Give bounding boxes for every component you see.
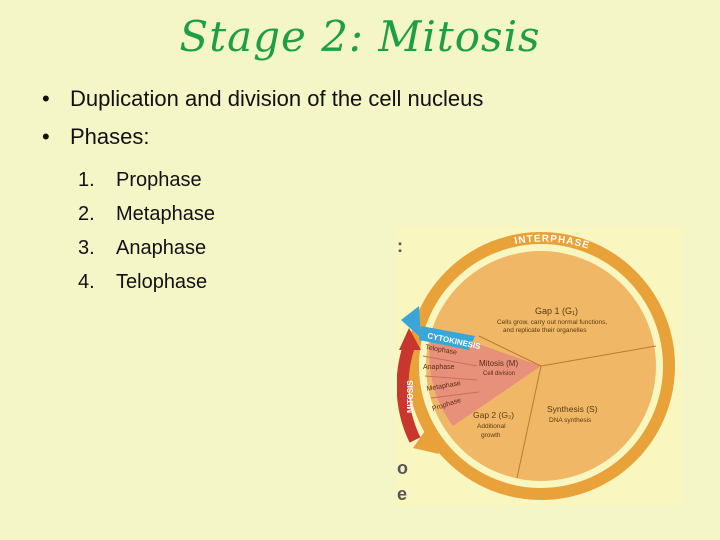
phase-item: 1. Prophase: [78, 163, 215, 197]
mitosis-desc: Cell division: [483, 371, 515, 377]
bullet-text: Duplication and division of the cell nuc…: [70, 86, 484, 111]
phase-number: 4.: [78, 270, 95, 293]
synthesis-title: Synthesis (S): [547, 404, 598, 414]
slide-title: Stage 2: Mitosis: [179, 12, 541, 61]
mitosis-title: Mitosis (M): [479, 359, 518, 368]
cytokinesis-band: [419, 326, 475, 350]
phase-item: 3. Anaphase: [78, 231, 215, 265]
phase-number: 1.: [78, 168, 95, 191]
phase-number: 3.: [78, 236, 95, 259]
phase-item: 4. Telophase: [78, 265, 215, 299]
interphase-label: INTERPHASE: [514, 234, 591, 252]
phase-label: Anaphase: [116, 236, 207, 259]
mitosis-arrow: [396, 344, 421, 443]
mitosis-arc-label: MITOSIS: [406, 380, 415, 413]
figure-cropped-text: :: [397, 236, 403, 256]
phase-number: 2.: [78, 202, 95, 225]
anaphase-label: Anaphase: [423, 364, 455, 371]
phase-label: Metaphase: [116, 202, 215, 225]
mitosis-divider: [478, 335, 542, 367]
bullet-list: • Duplication and division of the cell n…: [42, 86, 483, 162]
bullet-dot-icon: •: [42, 124, 50, 149]
gap2-desc: Additional: [477, 423, 506, 430]
interphase-arrowhead-icon: [413, 428, 439, 454]
gap2-title: Gap 2 (G₂): [473, 410, 514, 420]
phase-band-line: [424, 375, 478, 381]
synthesis-desc: DNA synthesis: [549, 417, 592, 424]
gap2-desc: growth: [481, 432, 501, 439]
phase-list: 1. Prophase 2. Metaphase 3. Anaphase 4. …: [78, 163, 215, 299]
cytokinesis-arrowhead-icon: [401, 306, 421, 338]
phase-item: 2. Metaphase: [78, 197, 215, 231]
figure-cropped-text: o: [397, 458, 408, 478]
cell-cycle-figure: : o e INTERPHASE CYTOKIN: [396, 228, 682, 506]
bullet-item: • Phases:: [42, 124, 483, 162]
mitosis-wedge: [429, 328, 541, 426]
phase-band-line: [422, 355, 478, 367]
bullet-item: • Duplication and division of the cell n…: [42, 86, 483, 124]
phase-label: Prophase: [116, 168, 202, 191]
gap1-title: Gap 1 (G₁): [535, 306, 578, 316]
figure-cropped-text: e: [397, 484, 408, 504]
gap1-desc: Cells grow, carry out normal functions,: [497, 319, 607, 326]
gap1-desc: and replicate their organelles: [503, 327, 587, 334]
wedge-divider: [540, 345, 657, 367]
cell-cycle-diagram: INTERPHASE CYTOKINESIS MITOSIS Gap 1 (G₁…: [396, 232, 675, 500]
interphase-ring: [407, 232, 675, 500]
phase-label: Telophase: [116, 270, 208, 293]
bullet-dot-icon: •: [42, 86, 50, 111]
phase-band-line: [430, 391, 480, 399]
mitosis-arrowhead-icon: [399, 328, 421, 350]
bullet-text: Phases:: [70, 124, 150, 149]
wedge-divider: [516, 365, 542, 479]
